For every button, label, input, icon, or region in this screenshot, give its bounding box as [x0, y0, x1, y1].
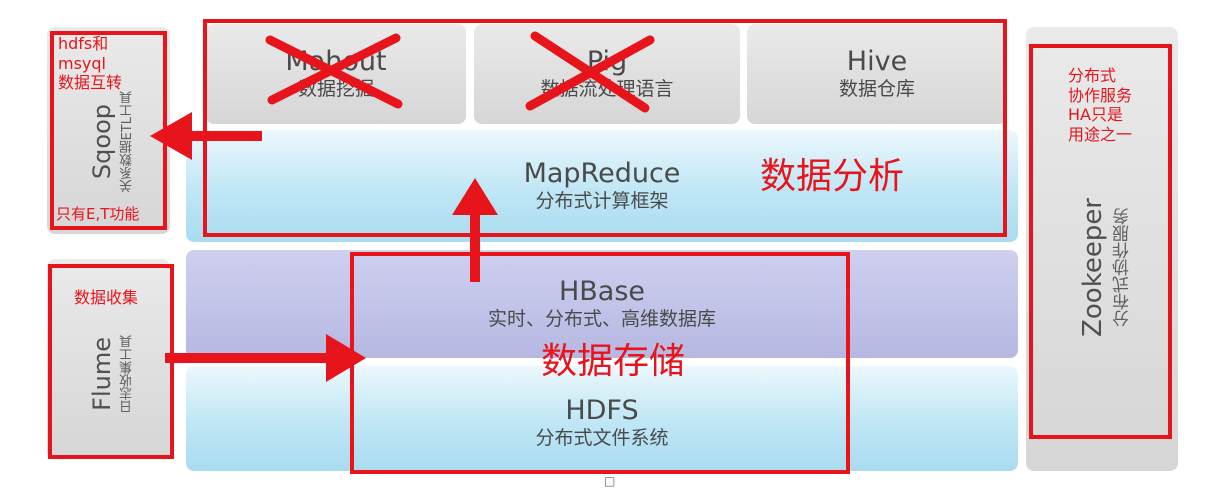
flume-note: 数据收集 — [74, 288, 139, 307]
placeholder-glyph: □ — [604, 474, 616, 488]
arrow-to-sqoop — [150, 112, 262, 160]
hbase-name: HBase — [558, 275, 646, 307]
zk-note-line-1: 分布式 — [1068, 66, 1117, 85]
sqoop-note-line-3: 数据互转 — [58, 73, 123, 93]
hive-desc: 数据仓库 — [838, 77, 915, 100]
arrow-up-to-mapreduce — [452, 178, 498, 282]
hive-block: Hive 数据仓库 — [747, 24, 1007, 124]
pig-cross-mark — [525, 31, 655, 113]
hdfs-desc: 分布式文件系统 — [535, 427, 669, 450]
flume-block: Flume 日志收集工具 — [47, 259, 170, 459]
zookeeper-box — [1029, 44, 1172, 439]
sqoop-note-line-2: msyql — [58, 53, 106, 73]
sqoop-note-line-4: 只有E,T功能 — [56, 205, 140, 223]
analysis-label: 数据分析 — [760, 156, 905, 197]
sqoop-note: hdfs和 msyql 数据互转 — [58, 34, 122, 93]
hdfs-name: HDFS — [565, 395, 639, 427]
mahout-cross-mark — [265, 33, 403, 109]
analysis-box — [203, 19, 1007, 237]
storage-label: 数据存储 — [541, 341, 686, 382]
mapreduce-name: MapReduce — [523, 157, 681, 189]
mapreduce-block: MapReduce 分布式计算框架 — [186, 130, 1018, 242]
arrow-flume-to-storage — [165, 334, 366, 382]
hive-name: Hive — [846, 45, 908, 77]
hbase-desc: 实时、分布式、高维数据库 — [487, 307, 716, 330]
zk-note-line-2: 协作服务 — [1068, 85, 1133, 105]
sqoop-block: Sqoop 关系数据ETL工具 — [47, 27, 170, 234]
sqoop-note-line-1: hdfs和 — [58, 34, 109, 53]
zk-note-line-4: 用途之一 — [1068, 124, 1133, 144]
zk-note-line-3: HA只是 — [1068, 105, 1123, 125]
zookeeper-block: Zookeeper 分布式协作服务 — [1026, 27, 1178, 471]
zookeeper-note: 分布式 协作服务 HA只是 用途之一 — [1068, 66, 1132, 144]
mapreduce-desc: 分布式计算框架 — [535, 189, 669, 212]
hbase-block: HBase 实时、分布式、高维数据库 — [186, 250, 1018, 358]
hdfs-block: HDFS 分布式文件系统 — [186, 366, 1018, 471]
